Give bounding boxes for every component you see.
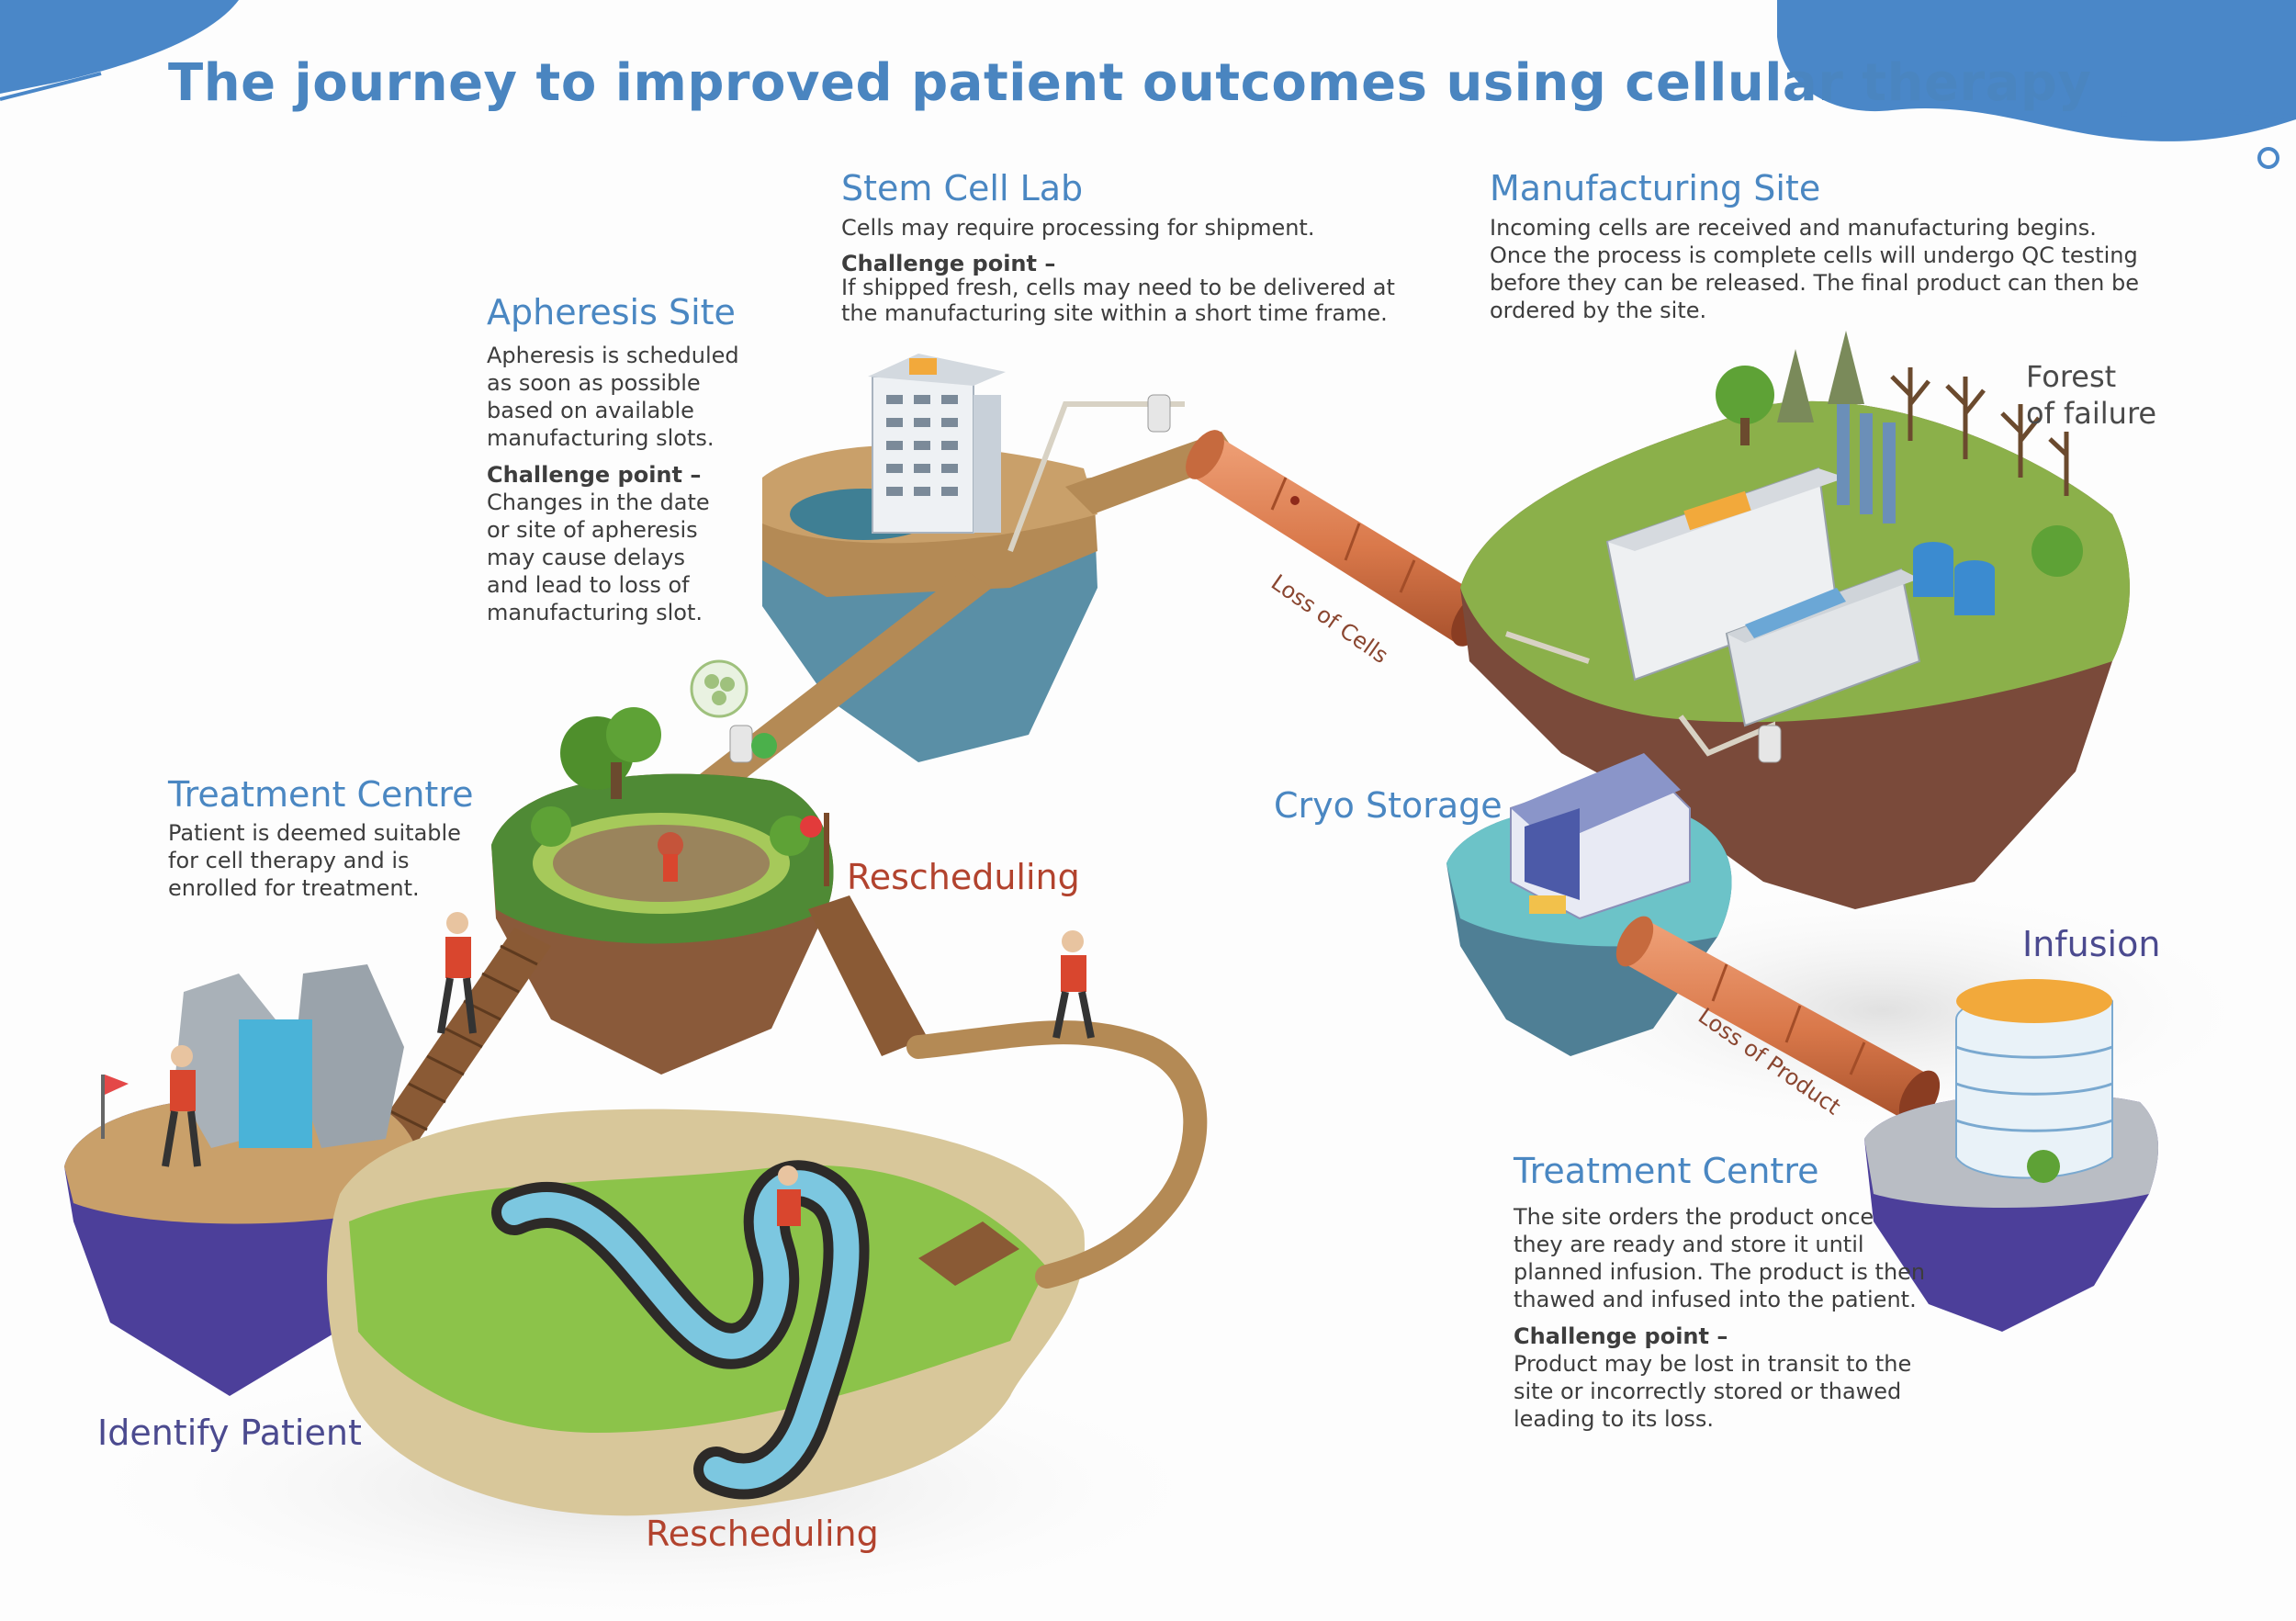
infusion-label: Infusion: [2022, 924, 2161, 964]
swoosh-line-right: [2121, 109, 2296, 119]
treatment-centre-line: enrolled for treatment.: [168, 875, 420, 901]
manufacturing-site-line: before they can be released. The final p…: [1490, 270, 2139, 296]
apheresis-island: [491, 707, 834, 1075]
identify-patient-label: Identify Patient: [97, 1413, 362, 1453]
treatment-centre-heading: Treatment Centre: [1514, 1151, 1819, 1191]
apheresis-line: based on available: [487, 398, 694, 423]
page-title: The journey to improved patient outcomes…: [168, 53, 2092, 113]
apheresis-challenge-line: or site of apheresis: [487, 517, 698, 543]
stem-cell-lab-heading: Stem Cell Lab: [841, 168, 1084, 208]
apheresis-challenge-line: may cause delays: [487, 545, 686, 570]
treatment-centre-challenge-line: site or incorrectly stored or thawed: [1514, 1379, 1902, 1404]
corner-blob-top-right: [1777, 0, 2296, 141]
infusion-island: [1864, 979, 2158, 1332]
canister: [1758, 725, 1782, 763]
treatment-centre-line: The site orders the product once: [1514, 1204, 1874, 1230]
apheresis-line: manufacturing slots.: [487, 425, 715, 451]
apheresis-challenge-line: manufacturing slot.: [487, 600, 703, 625]
rescheduling-signpost: [824, 813, 829, 886]
patient-figure: [437, 912, 477, 1034]
dirt-path-rescheduling: [906, 1020, 1208, 1289]
rescheduling-label: Rescheduling: [847, 857, 1080, 897]
no-entry-icon: [800, 816, 822, 838]
apheresis-challenge-label: Challenge point –: [487, 462, 702, 488]
treatment-centre-challenge-line: Product may be lost in transit to the: [1514, 1351, 1912, 1377]
swoosh-dot-right: [2257, 147, 2279, 169]
stairs-right: [808, 895, 928, 1056]
canister: [729, 725, 753, 763]
apheresis-line: as soon as possible: [487, 370, 701, 396]
treatment-centre-line: Patient is deemed suitable: [168, 820, 461, 846]
river-valley: [327, 1109, 1085, 1516]
feed-tube: [1007, 401, 1185, 553]
treatment-centre-line: planned infusion. The product is then: [1514, 1259, 1926, 1285]
cryo-storage-label: Cryo Storage: [1274, 785, 1503, 826]
apheresis-challenge-line: Changes in the date: [487, 490, 710, 515]
apheresis-challenge-line: and lead to loss of: [487, 572, 690, 598]
cryo-storage-island: [1446, 753, 1732, 1056]
canister: [1147, 394, 1171, 433]
forest-of-failure-label: Forest: [2026, 359, 2117, 394]
treatment-centre-challenge-line: leading to its loss.: [1514, 1406, 1715, 1432]
check-icon: [751, 733, 777, 759]
treatment-centre-line: for cell therapy and is: [168, 848, 410, 873]
apheresis-line: Apheresis is scheduled: [487, 343, 739, 368]
treatment-centre-line: thawed and infused into the patient.: [1514, 1287, 1917, 1312]
patient-figure: [777, 1165, 801, 1226]
apheresis-site-heading: Apheresis Site: [487, 292, 736, 332]
corner-blob-top-left: [0, 0, 239, 94]
patient-figure: [1052, 930, 1095, 1039]
treatment-centre-heading: Treatment Centre: [168, 774, 474, 815]
treatment-centre-challenge-label: Challenge point –: [1514, 1323, 1728, 1349]
manufacturing-site-line: Incoming cells are received and manufact…: [1490, 215, 2097, 241]
stem-cell-lab-text: Cells may require processing for shipmen…: [841, 215, 1315, 241]
manufacturing-site-line: Once the process is complete cells will …: [1490, 242, 2138, 268]
swoosh-line-left: [0, 72, 102, 101]
stem-cell-lab-challenge-label: Challenge point –: [841, 251, 1056, 276]
identify-patient-island: [64, 964, 422, 1396]
stem-cell-lab-challenge-line: If shipped fresh, cells may need to be d…: [841, 275, 1395, 300]
patient-figure: [162, 1045, 201, 1167]
treatment-centre-line: they are ready and store it until: [1514, 1232, 1864, 1257]
manufacturing-site-line: ordered by the site.: [1490, 298, 1707, 323]
rescheduling-label: Rescheduling: [646, 1514, 879, 1554]
cell-icon: [690, 659, 748, 718]
pipe-loss-of-product: [1615, 916, 1941, 1125]
forest-of-failure-label: of failure: [2026, 396, 2157, 431]
manufacturing-site-heading: Manufacturing Site: [1490, 168, 1821, 208]
stem-cell-lab-challenge-line: the manufacturing site within a short ti…: [841, 300, 1388, 326]
